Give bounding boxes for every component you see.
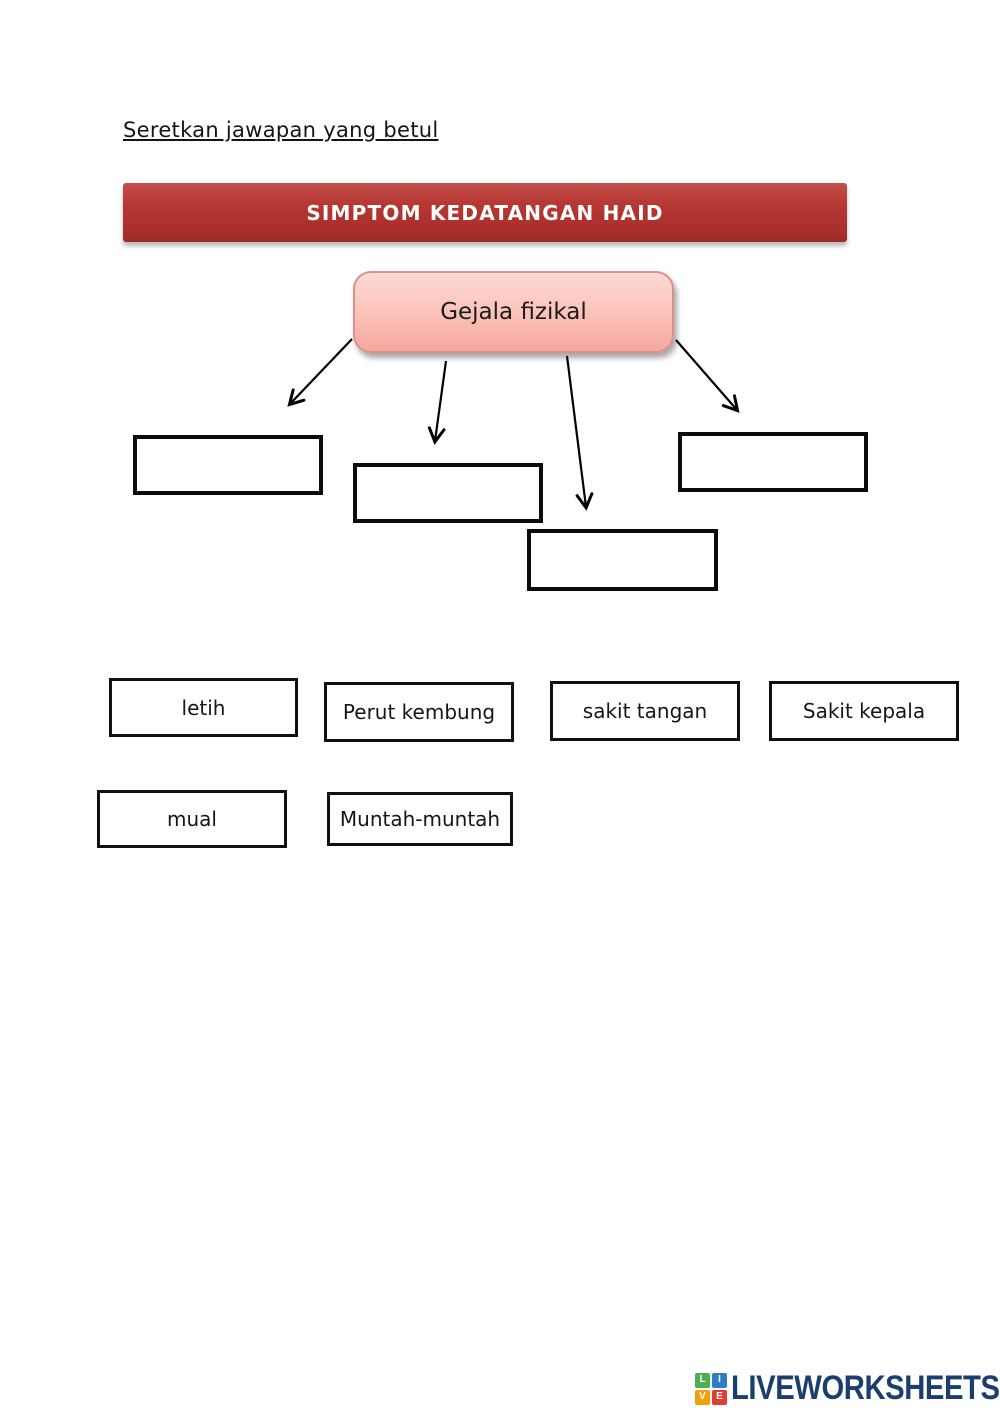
- arrow-3: [565, 355, 594, 511]
- arrow-2: [427, 360, 448, 445]
- drop-box-2[interactable]: [353, 463, 543, 523]
- arrow-1: [287, 338, 353, 407]
- logo-wordmark: LIVEWORKSHEETS: [731, 1369, 1000, 1407]
- drop-box-1[interactable]: [133, 435, 323, 495]
- answer-mual[interactable]: mual: [97, 790, 287, 848]
- answer-letih[interactable]: letih: [109, 678, 298, 737]
- liveworksheets-logo[interactable]: L I V E LIVEWORKSHEETS: [695, 1369, 1000, 1408]
- banner-title: SIMPTOM KEDATANGAN HAID: [306, 200, 664, 225]
- answer-sakit-kepala[interactable]: Sakit kepala: [769, 681, 959, 741]
- logo-tile-e: E: [712, 1389, 727, 1405]
- title-banner: SIMPTOM KEDATANGAN HAID: [123, 183, 847, 242]
- liveworksheets-logo-icon: L I V E: [695, 1372, 727, 1405]
- connector-arrows: [287, 338, 740, 511]
- answer-perut-kembung[interactable]: Perut kembung: [324, 682, 514, 742]
- logo-tile-v: V: [695, 1389, 710, 1405]
- root-node-gejala-fizikal: Gejala fizikal: [353, 271, 674, 353]
- answer-sakit-tangan[interactable]: sakit tangan: [550, 681, 740, 741]
- drop-box-3[interactable]: [527, 529, 718, 591]
- root-node-label: Gejala fizikal: [440, 299, 587, 325]
- logo-tile-l: L: [695, 1372, 710, 1388]
- answer-muntah-muntah[interactable]: Muntah-muntah: [327, 792, 513, 846]
- arrow-4: [675, 339, 740, 413]
- logo-tile-i: I: [712, 1372, 727, 1388]
- instruction-text: Seretkan jawapan yang betul: [123, 118, 439, 142]
- drop-box-4[interactable]: [678, 432, 868, 492]
